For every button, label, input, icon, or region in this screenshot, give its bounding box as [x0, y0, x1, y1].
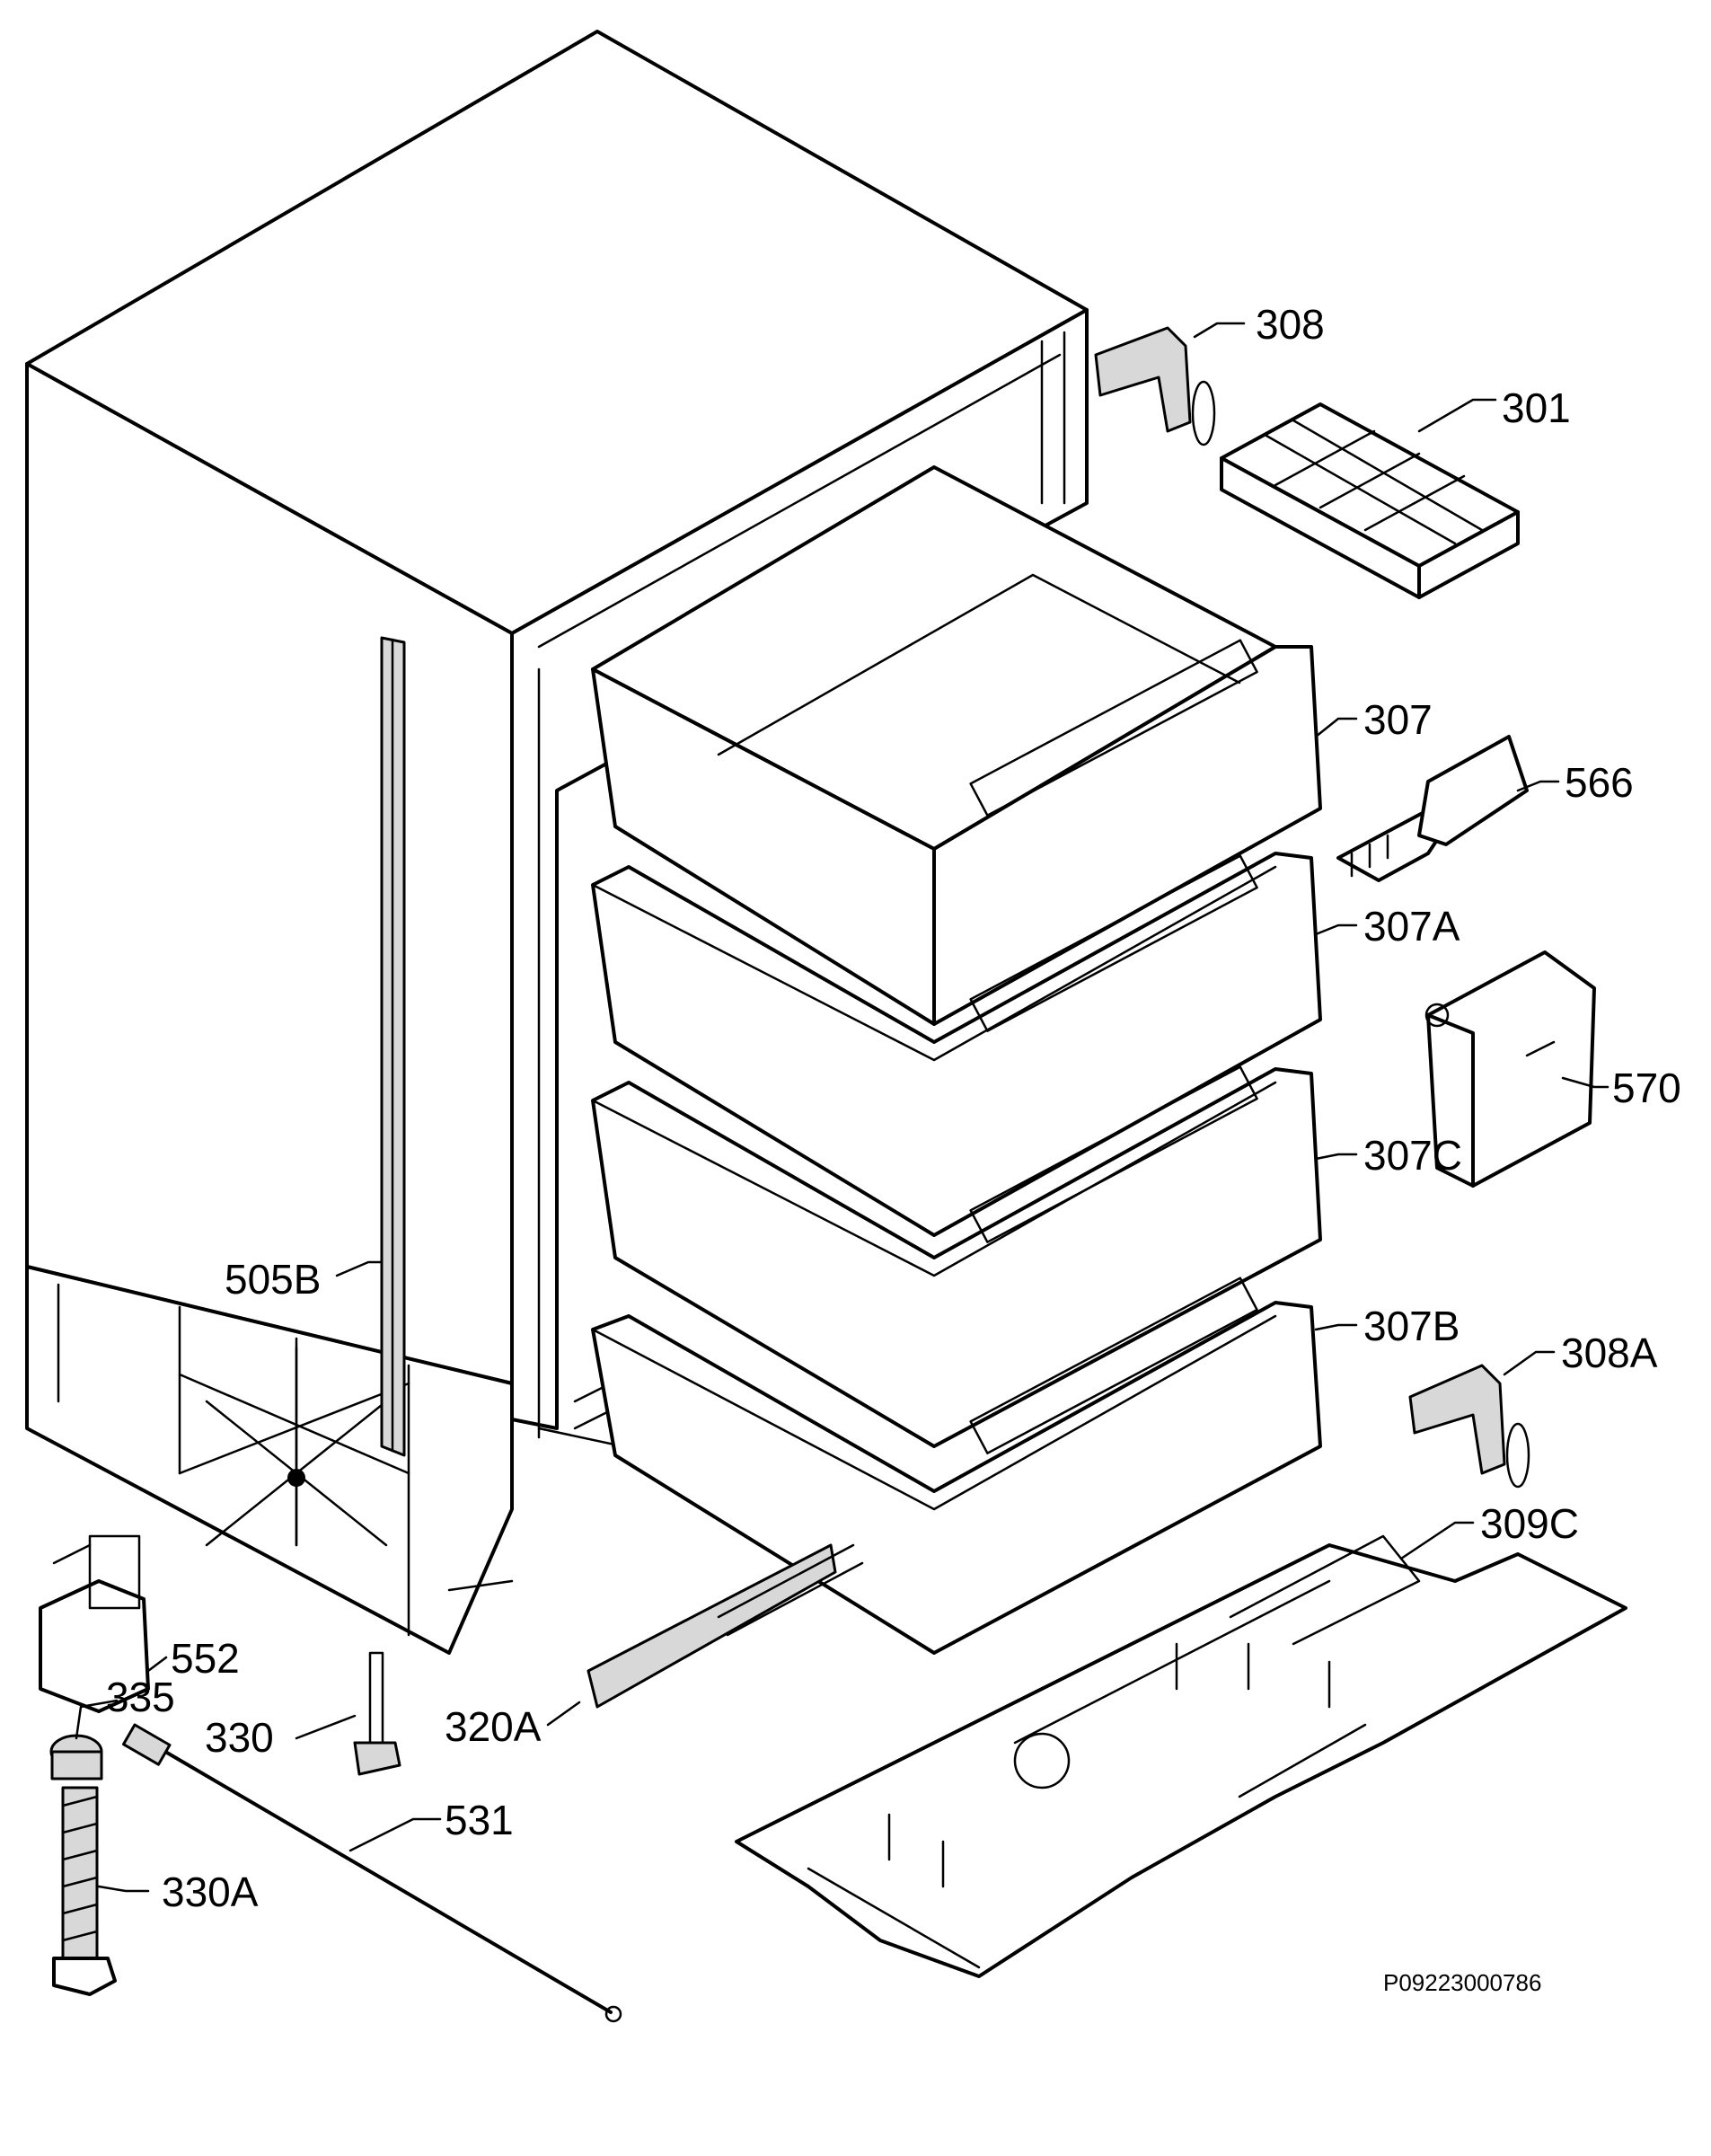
label-301: 301	[1502, 384, 1571, 431]
label-307B: 307B	[1363, 1303, 1460, 1349]
label-566: 566	[1565, 759, 1634, 806]
label-505B: 505B	[225, 1256, 321, 1303]
part-labels: 308 301 307 566 307A 570 307C 505B 307B …	[106, 301, 1681, 1996]
adjustable-foot-330A	[52, 1786, 117, 1996]
hinge-bracket-308A	[1408, 1364, 1530, 1489]
hinge-bracket-308	[1094, 326, 1216, 446]
label-570: 570	[1612, 1065, 1681, 1111]
label-307C: 307C	[1363, 1132, 1462, 1179]
label-308A: 308A	[1561, 1330, 1658, 1376]
label-307A: 307A	[1363, 903, 1460, 950]
label-330A: 330A	[162, 1869, 259, 1915]
ice-scraper-566	[1336, 735, 1529, 882]
bottom-tray-309C	[735, 1534, 1627, 1978]
gear-335	[49, 1734, 103, 1780]
label-330: 330	[205, 1714, 274, 1761]
container-570	[1424, 950, 1596, 1188]
leader-lines	[75, 322, 1610, 1893]
label-320A: 320A	[445, 1703, 542, 1750]
label-308: 308	[1256, 301, 1325, 348]
mounting-bracket-552	[39, 1534, 150, 1713]
label-309C: 309C	[1480, 1500, 1579, 1547]
drawer-307A	[591, 852, 1322, 1237]
drawer-307C	[591, 1065, 1322, 1448]
foot-screw-330	[353, 1651, 401, 1776]
ice-tray-301	[1220, 402, 1520, 599]
label-307: 307	[1363, 696, 1433, 743]
drawer-307B	[591, 1277, 1322, 1655]
label-552: 552	[171, 1635, 240, 1682]
drawer-307	[591, 465, 1322, 1026]
drawing-code: P09223000786	[1383, 1969, 1541, 1996]
label-335: 335	[106, 1674, 175, 1720]
kickplate-320A	[587, 1543, 864, 1709]
rod-531	[121, 1723, 622, 2023]
label-531: 531	[445, 1797, 514, 1843]
cabinet	[25, 30, 1089, 1655]
